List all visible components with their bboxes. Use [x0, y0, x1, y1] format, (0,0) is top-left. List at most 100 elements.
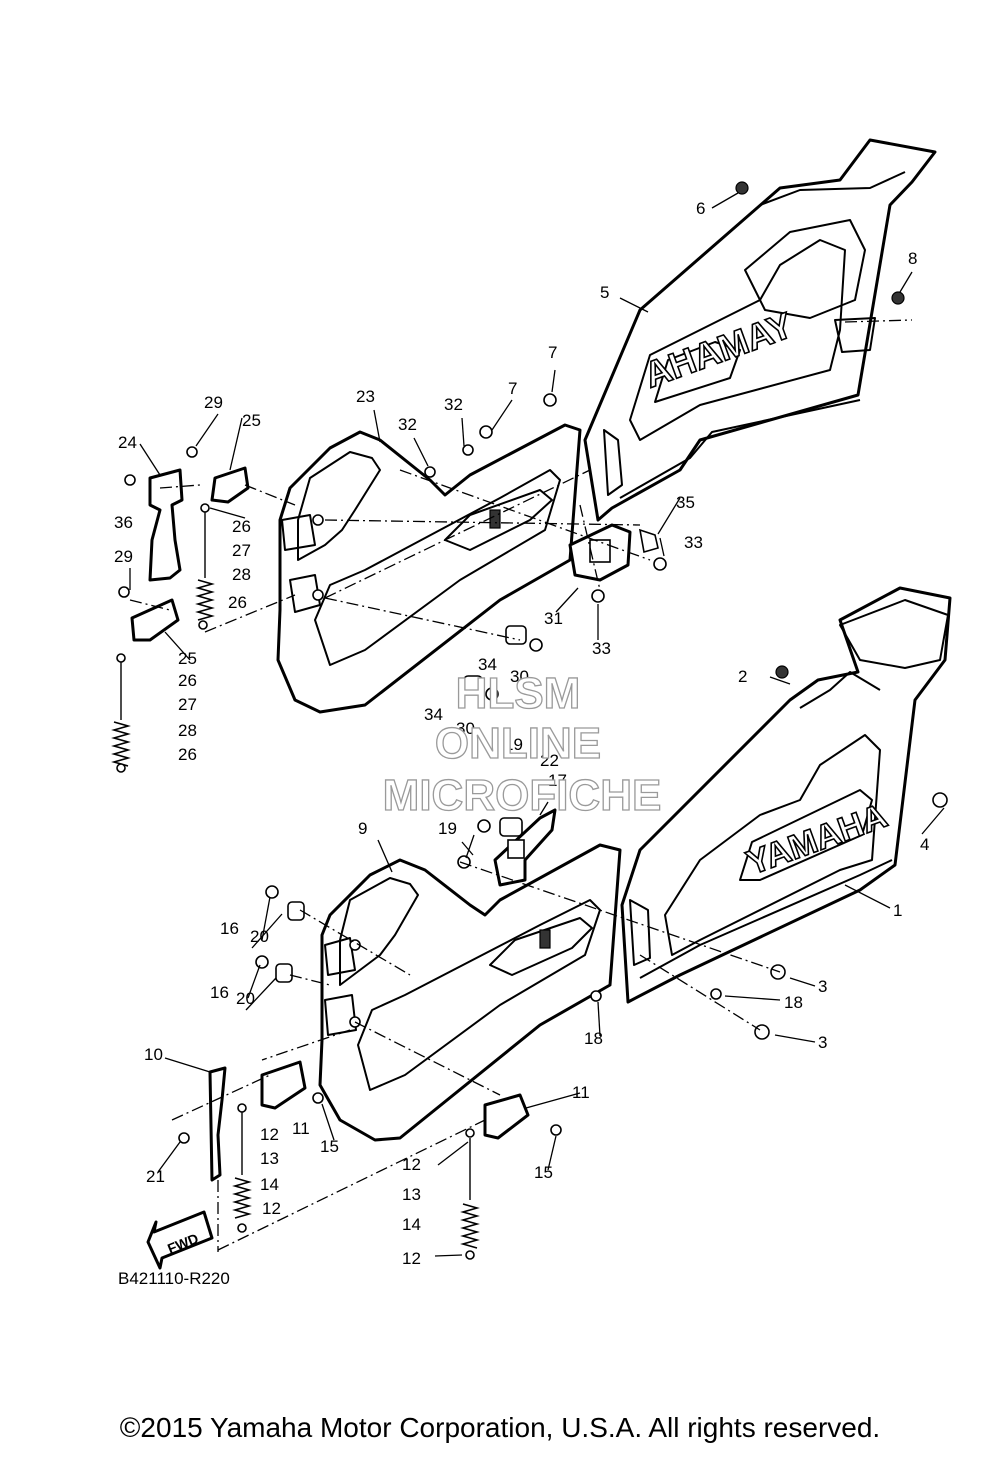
- watermark-line-2: ONLINE: [435, 719, 601, 768]
- leader-line: [724, 995, 781, 1001]
- callout-30: 30: [510, 667, 529, 686]
- leader-line: [555, 587, 579, 613]
- callout-34: 34: [478, 655, 497, 674]
- callout-12: 12: [402, 1249, 421, 1268]
- callout-19: 19: [504, 735, 523, 754]
- callout-31: 31: [544, 609, 563, 628]
- callout-26: 26: [178, 745, 197, 764]
- callout-34: 34: [424, 705, 443, 724]
- leader-line: [139, 443, 161, 476]
- callout-28: 28: [178, 721, 197, 740]
- leader-line: [461, 841, 474, 856]
- watermark-line-1: HLSM: [456, 669, 581, 718]
- callout-25: 25: [242, 411, 261, 430]
- leader-line: [657, 497, 681, 535]
- leader-line: [245, 977, 277, 1011]
- callout-13: 13: [402, 1185, 421, 1204]
- hinge-brackets-lower: [208, 1060, 530, 1260]
- leader-line: [921, 807, 945, 835]
- callout-36: 36: [114, 513, 133, 532]
- callout-11: 11: [292, 1119, 310, 1138]
- callout-28: 28: [232, 565, 251, 584]
- door-panel-right: [620, 586, 952, 1004]
- hinge-brackets-upper: [111, 466, 250, 773]
- leader-lines: [129, 192, 945, 1257]
- callout-20: 20: [250, 927, 269, 946]
- callout-12: 12: [262, 1199, 281, 1218]
- leader-line: [461, 417, 465, 447]
- leader-line: [195, 413, 219, 447]
- leader-line: [659, 537, 665, 557]
- callout-16: 16: [210, 983, 229, 1002]
- callout-9: 9: [358, 819, 367, 838]
- callout-4: 4: [920, 835, 929, 854]
- leader-line: [377, 839, 393, 873]
- callout-21: 21: [146, 1167, 165, 1186]
- leader-line: [711, 192, 739, 209]
- callout-23: 23: [356, 387, 375, 406]
- leader-line: [157, 1141, 181, 1173]
- leader-line: [551, 369, 556, 393]
- leader-line: [434, 1254, 463, 1257]
- callout-8: 8: [908, 249, 917, 268]
- fasteners: [118, 181, 948, 1144]
- callout-3: 3: [818, 1033, 827, 1052]
- leader-line: [465, 834, 475, 859]
- leader-line: [413, 437, 429, 467]
- latch-upper: [568, 523, 659, 582]
- leader-line: [251, 913, 283, 949]
- callout-2: 2: [738, 667, 747, 686]
- callout-24: 24: [118, 433, 137, 452]
- leader-line: [229, 417, 243, 471]
- callout-19: 19: [438, 819, 457, 838]
- leader-line: [209, 507, 246, 519]
- door-panel-left: [583, 138, 937, 522]
- leader-line: [539, 801, 549, 816]
- leader-line: [164, 631, 191, 661]
- callout-33: 33: [592, 639, 611, 658]
- leader-line: [437, 1141, 469, 1166]
- callout-14: 14: [402, 1215, 421, 1234]
- callout-26: 26: [232, 517, 251, 536]
- leader-line: [769, 676, 791, 685]
- leader-line: [899, 271, 913, 293]
- leader-line: [619, 297, 649, 313]
- leader-line: [164, 1057, 211, 1073]
- callout-17: 17: [548, 771, 567, 790]
- leader-line: [525, 1092, 581, 1109]
- leader-line: [597, 1001, 601, 1037]
- leader-line: [321, 1103, 335, 1141]
- door-frame-lower: [318, 843, 622, 1142]
- copyright-notice: ©2015 Yamaha Motor Corporation, U.S.A. A…: [119, 1412, 881, 1443]
- latch-lower: [493, 808, 557, 887]
- callout-7: 7: [548, 343, 557, 362]
- watermark-line-3: MICROFICHE: [383, 771, 662, 820]
- callout-labels: 1 2 3 3 4 5 6 7 7 8 9 10 11 11 12 12 12 …: [114, 199, 929, 1268]
- callout-6: 6: [696, 199, 705, 218]
- callout-35: 35: [676, 493, 695, 512]
- watermark: HLSM ONLINE MICROFICHE: [382, 668, 662, 820]
- callout-1: 1: [893, 901, 902, 920]
- leader-line: [373, 409, 381, 443]
- leader-line: [844, 884, 891, 909]
- callout-10: 10: [144, 1045, 163, 1064]
- callout-12: 12: [260, 1125, 279, 1144]
- callout-13: 13: [260, 1149, 279, 1168]
- callout-14: 14: [260, 1175, 279, 1194]
- callout-18: 18: [784, 993, 803, 1012]
- callout-33: 33: [684, 533, 703, 552]
- leader-line: [547, 1135, 557, 1171]
- callout-15: 15: [320, 1137, 339, 1156]
- callout-16: 16: [220, 919, 239, 938]
- callout-3: 3: [818, 977, 827, 996]
- callout-30: 30: [456, 719, 475, 738]
- leader-line: [491, 399, 513, 431]
- callout-18: 18: [584, 1029, 603, 1048]
- callout-7: 7: [508, 379, 517, 398]
- callout-32: 32: [398, 415, 417, 434]
- leader-line: [261, 896, 271, 941]
- callout-32: 32: [444, 395, 463, 414]
- callout-27: 27: [178, 695, 197, 714]
